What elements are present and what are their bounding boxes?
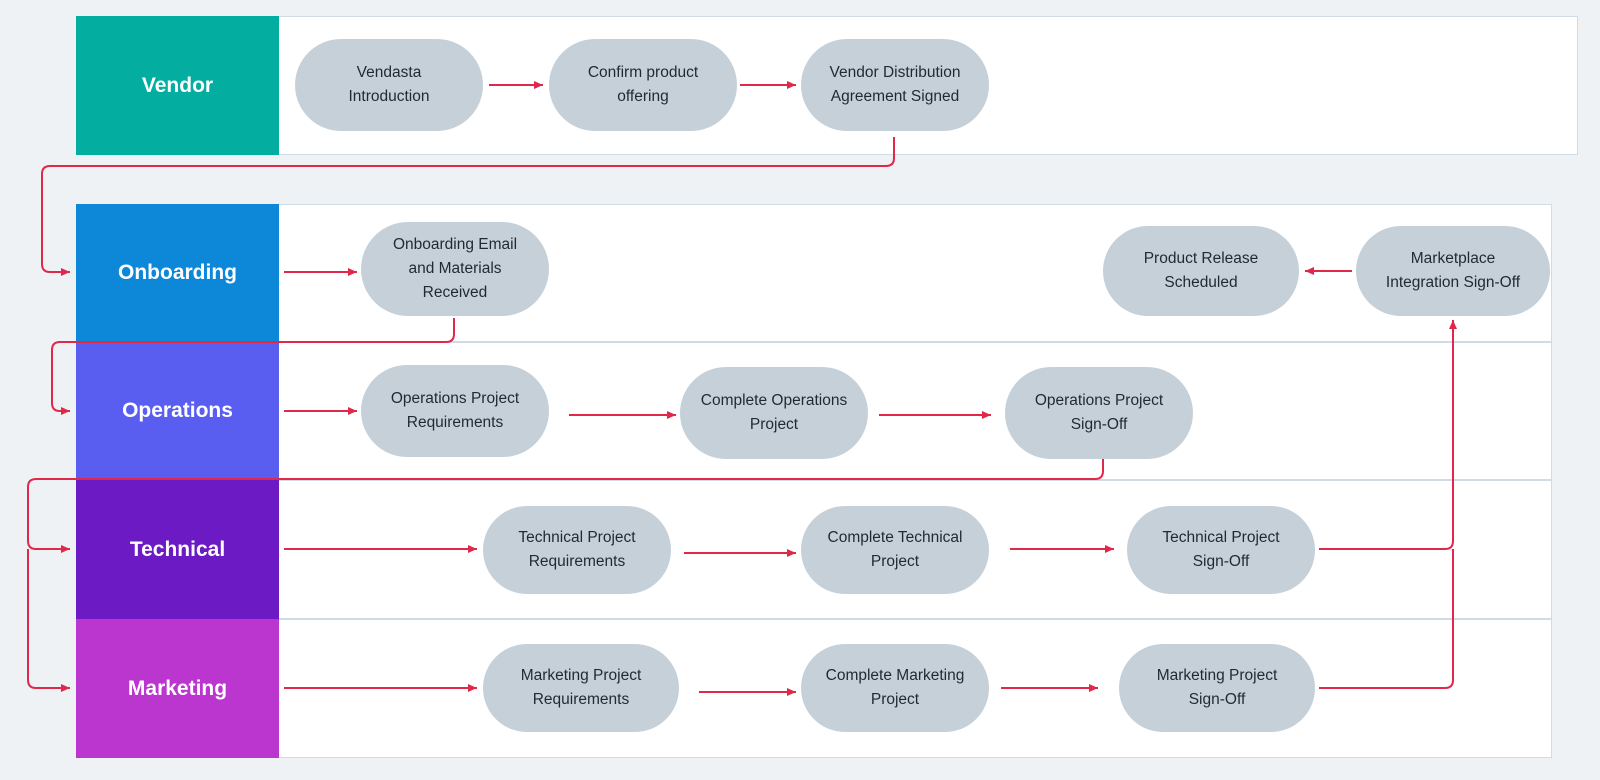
node-confirm-product-offering: Confirm product offering [549,39,737,131]
node-complete-technical-project: Complete Technical Project [801,506,989,594]
lane-label-operations: Operations [76,342,279,480]
node-complete-marketing-project: Complete Marketing Project [801,644,989,732]
node-technical-project-requirements: Technical Project Requirements [483,506,671,594]
node-marketplace-integration-signoff: Marketplace Integration Sign-Off [1356,226,1550,316]
node-operations-project-requirements: Operations Project Requirements [361,365,549,457]
lane-label-technical: Technical [76,480,279,619]
node-marketing-project-signoff: Marketing Project Sign-Off [1119,644,1315,732]
node-complete-operations-project: Complete Operations Project [680,367,868,459]
arrow-email-to-operations [51,318,455,415]
node-onboarding-email-materials: Onboarding Email and Materials Received [361,222,549,316]
lane-label-onboarding: Onboarding [76,204,279,342]
arrow-mkt-signoff-to-marketplace [1319,549,1454,689]
node-vendor-distribution-agreement: Vendor Distribution Agreement Signed [801,39,989,131]
lane-label-marketing: Marketing [76,619,279,758]
node-technical-project-signoff: Technical Project Sign-Off [1127,506,1315,594]
node-vendasta-introduction: Vendasta Introduction [295,39,483,131]
node-marketing-project-requirements: Marketing Project Requirements [483,644,679,732]
arrow-ops-signoff-to-technical [27,458,1104,553]
lane-label-vendor: Vendor [76,16,279,155]
node-product-release-scheduled: Product Release Scheduled [1103,226,1299,316]
node-operations-project-signoff: Operations Project Sign-Off [1005,367,1193,459]
arrow-ops-signoff-to-marketing [27,549,70,692]
arrow-agreement-to-onboarding [41,137,895,276]
arrow-tech-signoff-to-marketplace [1319,320,1457,550]
